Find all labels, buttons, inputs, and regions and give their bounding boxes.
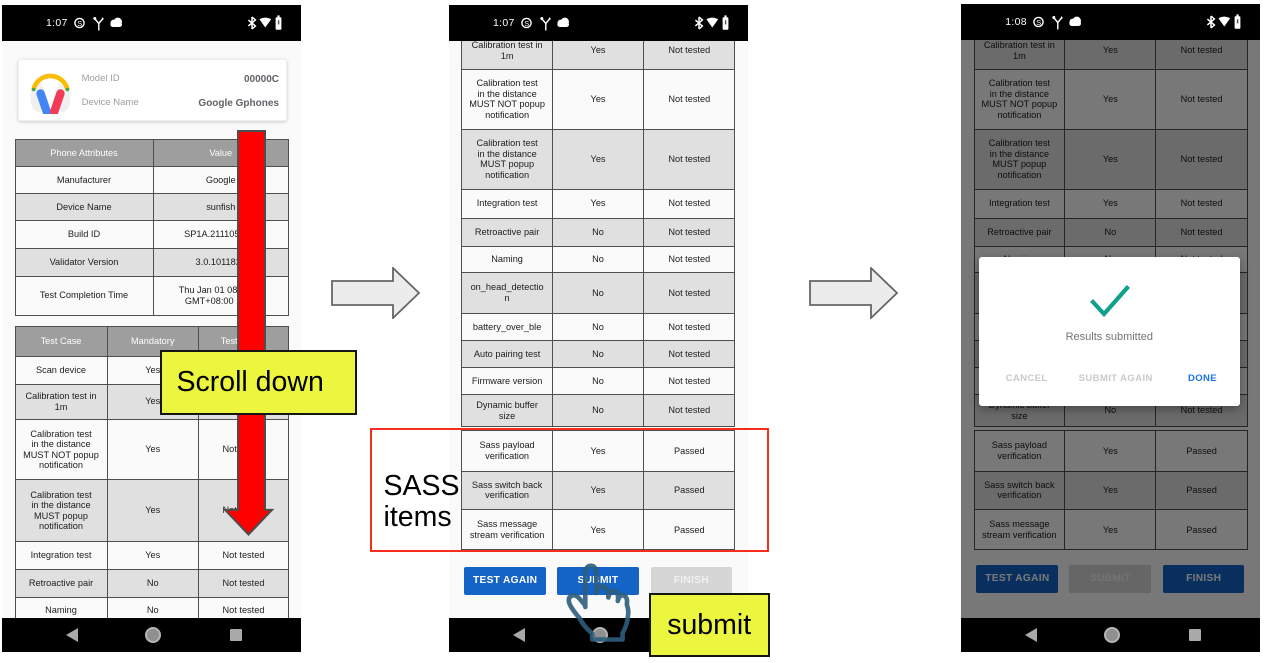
svg-text:S: S	[77, 19, 82, 28]
svg-text:S: S	[1036, 18, 1041, 27]
svg-text:S: S	[524, 19, 529, 28]
